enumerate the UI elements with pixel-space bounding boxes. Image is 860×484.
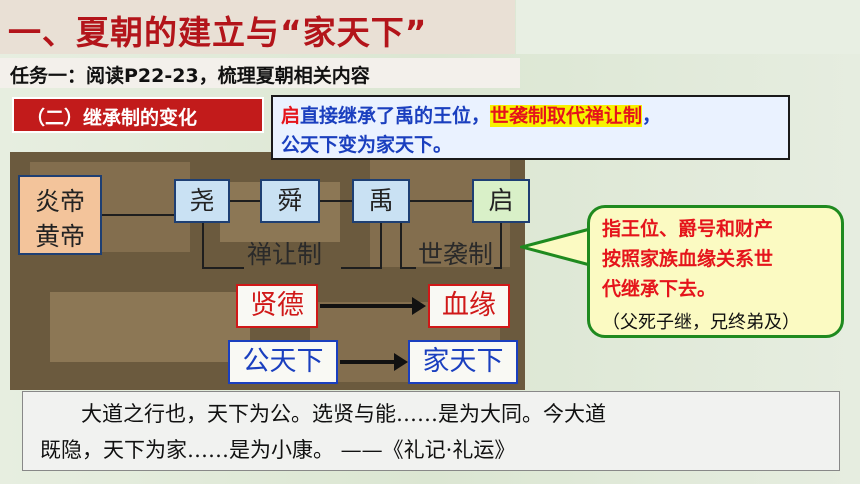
label-hereditary-system: 世袭制 bbox=[418, 240, 494, 269]
system-family: 家天下 bbox=[408, 340, 518, 384]
subsection-title: （二）继承制的变化 bbox=[26, 107, 198, 129]
arrow-system bbox=[340, 353, 408, 371]
arrow-basis bbox=[320, 297, 426, 315]
page-title: 一、夏朝的建立与“家天下” bbox=[8, 13, 428, 52]
summary-callout: 启直接继承了禹的王位，世袭制取代禅让制， 公天下变为家天下。 bbox=[271, 95, 790, 160]
quote-line-1: 大道之行也，天下为公。选贤与能……是为大同。今大道 bbox=[81, 402, 606, 426]
summary-qi: 启 bbox=[281, 105, 301, 127]
connector-line bbox=[320, 200, 352, 202]
bracket-line bbox=[400, 223, 402, 269]
summary-comma: ， bbox=[642, 105, 662, 127]
ancestors-box: 炎帝 黄帝 bbox=[18, 175, 102, 255]
task-text: 任务一：阅读P22-23，梳理夏朝相关内容 bbox=[10, 65, 370, 87]
basis-virtue: 贤德 bbox=[236, 284, 318, 328]
ancestor-huangdi: 黄帝 bbox=[34, 222, 85, 251]
summary-inherit-text: 直接继承了禹的王位， bbox=[300, 105, 491, 127]
ruler-shun-box: 舜 bbox=[260, 179, 320, 223]
definition-bubble: 指王位、爵号和财产 按照家族血缘关系世 代继承下去。 （父死子继，兄终弟及） bbox=[587, 205, 844, 338]
successor-qi-box: 启 bbox=[472, 179, 530, 223]
summary-line-2: 公天下变为家天下。 bbox=[281, 134, 453, 156]
bubble-pointer bbox=[520, 227, 592, 267]
bubble-line-3: 代继承下去。 bbox=[602, 278, 717, 300]
bracket-line bbox=[341, 267, 382, 269]
ancestor-yandi: 炎帝 bbox=[34, 187, 85, 216]
title-bar-right-strip bbox=[516, 0, 860, 54]
bubble-note: （父死子继，兄终弟及） bbox=[602, 312, 800, 333]
subsection-banner: （二）继承制的变化 bbox=[12, 97, 264, 133]
title-bar: 一、夏朝的建立与“家天下” bbox=[0, 0, 515, 54]
task-bar: 任务一：阅读P22-23，梳理夏朝相关内容 bbox=[0, 58, 520, 88]
connector-line bbox=[230, 200, 260, 202]
basis-blood: 血缘 bbox=[428, 284, 510, 328]
bracket-line bbox=[500, 223, 502, 269]
bracket-line bbox=[380, 223, 382, 269]
summary-line-1: 启直接继承了禹的王位，世袭制取代禅让制， bbox=[281, 101, 661, 128]
ruler-yao-box: 尧 bbox=[174, 179, 230, 223]
connector-line bbox=[410, 200, 472, 202]
label-abdication-system: 禅让制 bbox=[247, 240, 323, 269]
bracket-line bbox=[400, 267, 416, 269]
bracket-line bbox=[494, 267, 502, 269]
summary-highlight: 世袭制取代禅让制 bbox=[490, 105, 643, 127]
succession-diagram: 炎帝 黄帝 尧 舜 禹 启 禅让制 世袭制 贤德 血缘 公天下 家天下 bbox=[18, 162, 530, 390]
bracket-line bbox=[202, 223, 204, 269]
liji-quote-box: 大道之行也，天下为公。选贤与能……是为大同。今大道 既隐，天下为家……是为小康。… bbox=[22, 391, 840, 471]
system-public: 公天下 bbox=[228, 340, 338, 384]
bubble-line-2: 按照家族血缘关系世 bbox=[602, 248, 774, 270]
bracket-line bbox=[202, 267, 244, 269]
quote-line-2: 既隐，天下为家……是为小康。 ——《礼记·礼运》 bbox=[40, 438, 516, 462]
ruler-yu-box: 禹 bbox=[352, 179, 410, 223]
bubble-line-1: 指王位、爵号和财产 bbox=[602, 218, 774, 240]
connector-line bbox=[102, 214, 174, 216]
